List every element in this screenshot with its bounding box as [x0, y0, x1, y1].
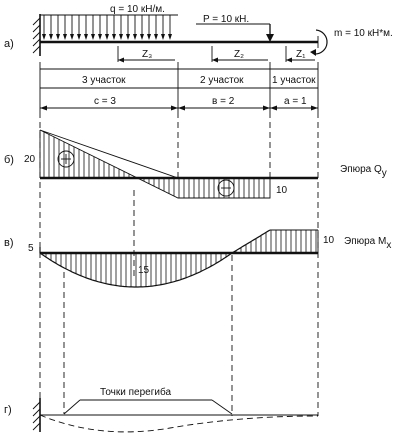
row-label-v: в)	[4, 237, 14, 249]
shear-diagram-title: Эпюра Qy	[340, 164, 387, 179]
section-1-label: 1 участок	[272, 75, 316, 86]
load-arrow-head	[63, 34, 67, 40]
fixed-support-bottom-icon	[32, 398, 41, 432]
moment-value-mid: 15	[138, 265, 150, 276]
load-arrow-head	[126, 34, 130, 40]
section-2-label: 2 участок	[200, 75, 244, 86]
shear-value-left: 20	[24, 154, 36, 165]
row-label-a: а)	[4, 38, 14, 50]
moment-curve	[39, 229, 271, 288]
coordinate-z2	[211, 46, 268, 63]
moment-m-icon	[310, 29, 328, 56]
moment-hatching	[45, 230, 317, 287]
load-arrow-head	[119, 34, 123, 40]
load-arrow-head	[105, 34, 109, 40]
shear-diagram	[39, 129, 318, 199]
load-m-label: m = 10 кН*м.	[334, 28, 393, 39]
moment-value-left: 5	[28, 243, 34, 254]
load-arrow-head	[91, 34, 95, 40]
load-arrow-head	[147, 34, 151, 40]
load-arrow-head	[112, 34, 116, 40]
section-dimensions	[39, 62, 319, 112]
load-arrow-head	[42, 34, 46, 40]
beam-loading-scheme: а) q = 10 кН/м. P = 10 кН. m = 10 кН*м.	[4, 4, 393, 63]
load-arrow-head	[133, 34, 137, 40]
coord-z1-label: Z₁	[296, 49, 306, 60]
load-arrow-head	[154, 34, 158, 40]
length-a-label: а = 1	[284, 96, 307, 107]
load-arrow-head	[84, 34, 88, 40]
load-q-label: q = 10 кН/м.	[110, 4, 165, 15]
shear-hatching	[43, 131, 265, 198]
length-b-label: в = 2	[212, 96, 235, 107]
deflection-scheme	[32, 398, 319, 433]
section-3-label: 3 участок	[82, 75, 126, 86]
moment-diagram-title: Эпюра Mx	[344, 236, 391, 251]
minus-sign-icon	[217, 179, 235, 197]
load-arrow-head	[98, 34, 102, 40]
coord-z2-label: Z₂	[234, 49, 244, 60]
load-p-label: P = 10 кН.	[203, 14, 249, 25]
length-c-label: с = 3	[94, 96, 116, 107]
fixed-support-icon	[32, 14, 41, 56]
load-arrow-head	[56, 34, 60, 40]
row-label-b: б)	[4, 154, 14, 166]
load-arrow-head	[77, 34, 81, 40]
load-arrow-head	[70, 34, 74, 40]
coord-z3-label: Z₃	[142, 49, 152, 60]
inflection-points-label: Точки перегиба	[100, 386, 171, 398]
projection-lines	[39, 112, 319, 416]
distributed-load-q	[40, 14, 178, 40]
moment-value-right: 10	[323, 235, 335, 246]
load-arrow-head	[140, 34, 144, 40]
point-force-p-icon	[196, 23, 274, 42]
coordinate-z3	[117, 46, 175, 63]
coordinate-z1	[285, 46, 315, 63]
plus-sign-icon	[57, 150, 75, 168]
load-arrow-head	[49, 34, 53, 40]
moment-diagram	[39, 229, 319, 288]
row-label-g: г)	[4, 404, 12, 416]
shear-value-right: 10	[276, 185, 288, 196]
load-arrow-head	[168, 34, 172, 40]
elastic-curve	[39, 414, 319, 433]
load-arrow-head	[161, 34, 165, 40]
